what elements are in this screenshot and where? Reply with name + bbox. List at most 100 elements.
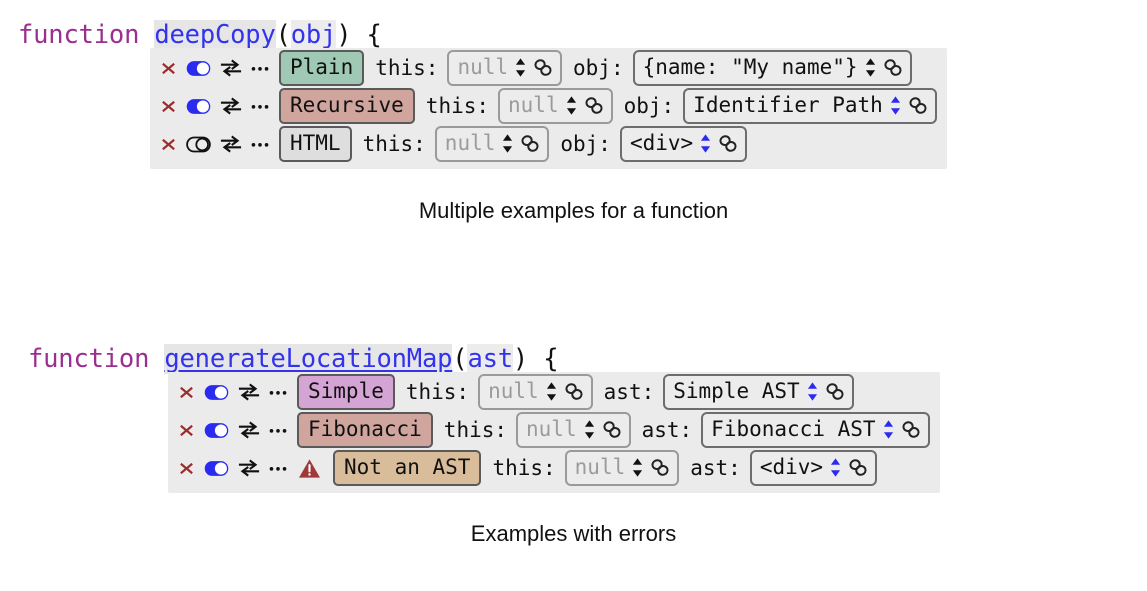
ellipsis-icon[interactable] [269, 426, 287, 434]
function-signature: function deepCopy(obj) { [0, 18, 947, 52]
swap-icon[interactable] [220, 59, 242, 77]
link-icon[interactable] [564, 382, 584, 401]
stepper-arrows-icon[interactable] [865, 57, 876, 78]
ellipsis-icon[interactable] [251, 64, 269, 72]
param-value-field[interactable]: <div> [619, 125, 748, 163]
param-label: this: [492, 456, 556, 480]
param-value-field[interactable]: null [434, 125, 550, 163]
param-value-text: Identifier Path [693, 92, 883, 117]
swap-icon[interactable] [220, 97, 242, 115]
stepper-arrows-icon[interactable] [890, 95, 901, 116]
examples-panel: Plain this: null obj: {name: "My name"} Recur… [150, 48, 947, 169]
stepper-arrows-icon[interactable] [584, 419, 595, 440]
close-icon[interactable] [178, 384, 195, 401]
stepper-arrows-icon[interactable] [807, 381, 818, 402]
row-controls [160, 135, 279, 153]
block-caption: Multiple examples for a function [418, 198, 729, 223]
param-value-field[interactable]: {name: "My name"} [632, 49, 912, 87]
link-icon[interactable] [883, 58, 903, 77]
example-name-chip[interactable]: Not an AST [333, 450, 482, 486]
close-icon[interactable] [178, 460, 195, 477]
example-name-chip[interactable]: Recursive [279, 88, 415, 124]
param-value-field[interactable]: <div> [749, 449, 878, 487]
ellipsis-icon[interactable] [269, 464, 287, 472]
stepper-arrows-icon[interactable] [632, 457, 643, 478]
close-paren: ) [512, 344, 529, 374]
example-name-chip[interactable]: Simple [297, 374, 395, 410]
param-value-field[interactable]: null [447, 49, 563, 87]
signature-space [149, 344, 164, 374]
toggle-off-icon[interactable] [186, 136, 211, 153]
link-icon[interactable] [908, 96, 928, 115]
link-icon[interactable] [718, 134, 738, 153]
swap-icon[interactable] [220, 135, 242, 153]
example-name-chip[interactable]: HTML [279, 126, 352, 162]
open-brace: { [528, 344, 559, 374]
link-icon[interactable] [848, 458, 868, 477]
swap-icon[interactable] [238, 383, 260, 401]
function-argument[interactable]: obj [290, 20, 337, 50]
param-value-field[interactable]: null [516, 411, 631, 449]
ellipsis-icon[interactable] [251, 140, 269, 148]
stepper-arrows-icon[interactable] [515, 57, 526, 78]
close-icon[interactable] [160, 136, 177, 153]
example-name-chip[interactable]: Fibonacci [297, 412, 433, 448]
toggle-on-icon[interactable] [204, 422, 229, 439]
param-value-text: <div> [629, 130, 694, 155]
toggle-on-icon[interactable] [204, 384, 229, 401]
close-icon[interactable] [160, 60, 177, 77]
swap-icon[interactable] [238, 459, 260, 477]
param-value-text: null [488, 378, 539, 403]
example-row: Fibonacci this: null ast: Fibonacci AST [178, 411, 930, 449]
param-value-field[interactable]: null [498, 87, 613, 125]
param-value-field[interactable]: Fibonacci AST [701, 411, 930, 449]
row-controls [160, 59, 279, 77]
warning-triangle-icon[interactable] [298, 458, 321, 479]
param-value-field[interactable]: null [478, 373, 593, 411]
link-icon[interactable] [901, 420, 921, 439]
function-name[interactable]: generateLocationMap [164, 344, 453, 374]
link-icon[interactable] [520, 134, 540, 153]
stepper-arrows-icon[interactable] [502, 133, 513, 154]
row-controls [178, 421, 297, 439]
toggle-on-icon[interactable] [186, 98, 211, 115]
function-keyword: function [18, 20, 140, 50]
link-icon[interactable] [584, 96, 604, 115]
link-icon[interactable] [602, 420, 622, 439]
link-icon[interactable] [650, 458, 670, 477]
open-paren: ( [452, 344, 468, 374]
param-value-field[interactable]: Simple AST [663, 373, 854, 411]
param-label: this: [443, 418, 508, 442]
function-argument[interactable]: ast [467, 344, 513, 374]
stepper-arrows-icon[interactable] [883, 419, 894, 440]
function-keyword: function [28, 344, 150, 374]
row-controls [178, 383, 297, 401]
open-brace: { [351, 20, 382, 50]
param-value-field[interactable]: Identifier Path [683, 87, 937, 125]
link-icon[interactable] [825, 382, 845, 401]
link-icon[interactable] [533, 58, 553, 77]
param-label: this: [375, 56, 439, 80]
stepper-arrows-icon[interactable] [700, 133, 711, 154]
swap-icon[interactable] [238, 421, 260, 439]
stepper-arrows-icon[interactable] [830, 457, 841, 478]
param-label: obj: [560, 132, 611, 156]
param-value-field[interactable]: null [564, 449, 680, 487]
example-block-1: function deepCopy(obj) {Plain this: null ob… [0, 18, 947, 169]
stepper-arrows-icon[interactable] [566, 95, 577, 116]
function-name[interactable]: deepCopy [154, 20, 276, 50]
param-label: ast: [641, 418, 693, 442]
stepper-arrows-icon[interactable] [546, 381, 557, 402]
ellipsis-icon[interactable] [269, 388, 287, 396]
toggle-on-icon[interactable] [204, 460, 229, 477]
example-name-chip[interactable]: Plain [279, 50, 365, 86]
toggle-on-icon[interactable] [186, 60, 211, 77]
param-value-text: null [444, 130, 496, 155]
close-icon[interactable] [178, 422, 195, 439]
close-icon[interactable] [160, 98, 177, 115]
ellipsis-icon[interactable] [251, 102, 269, 110]
